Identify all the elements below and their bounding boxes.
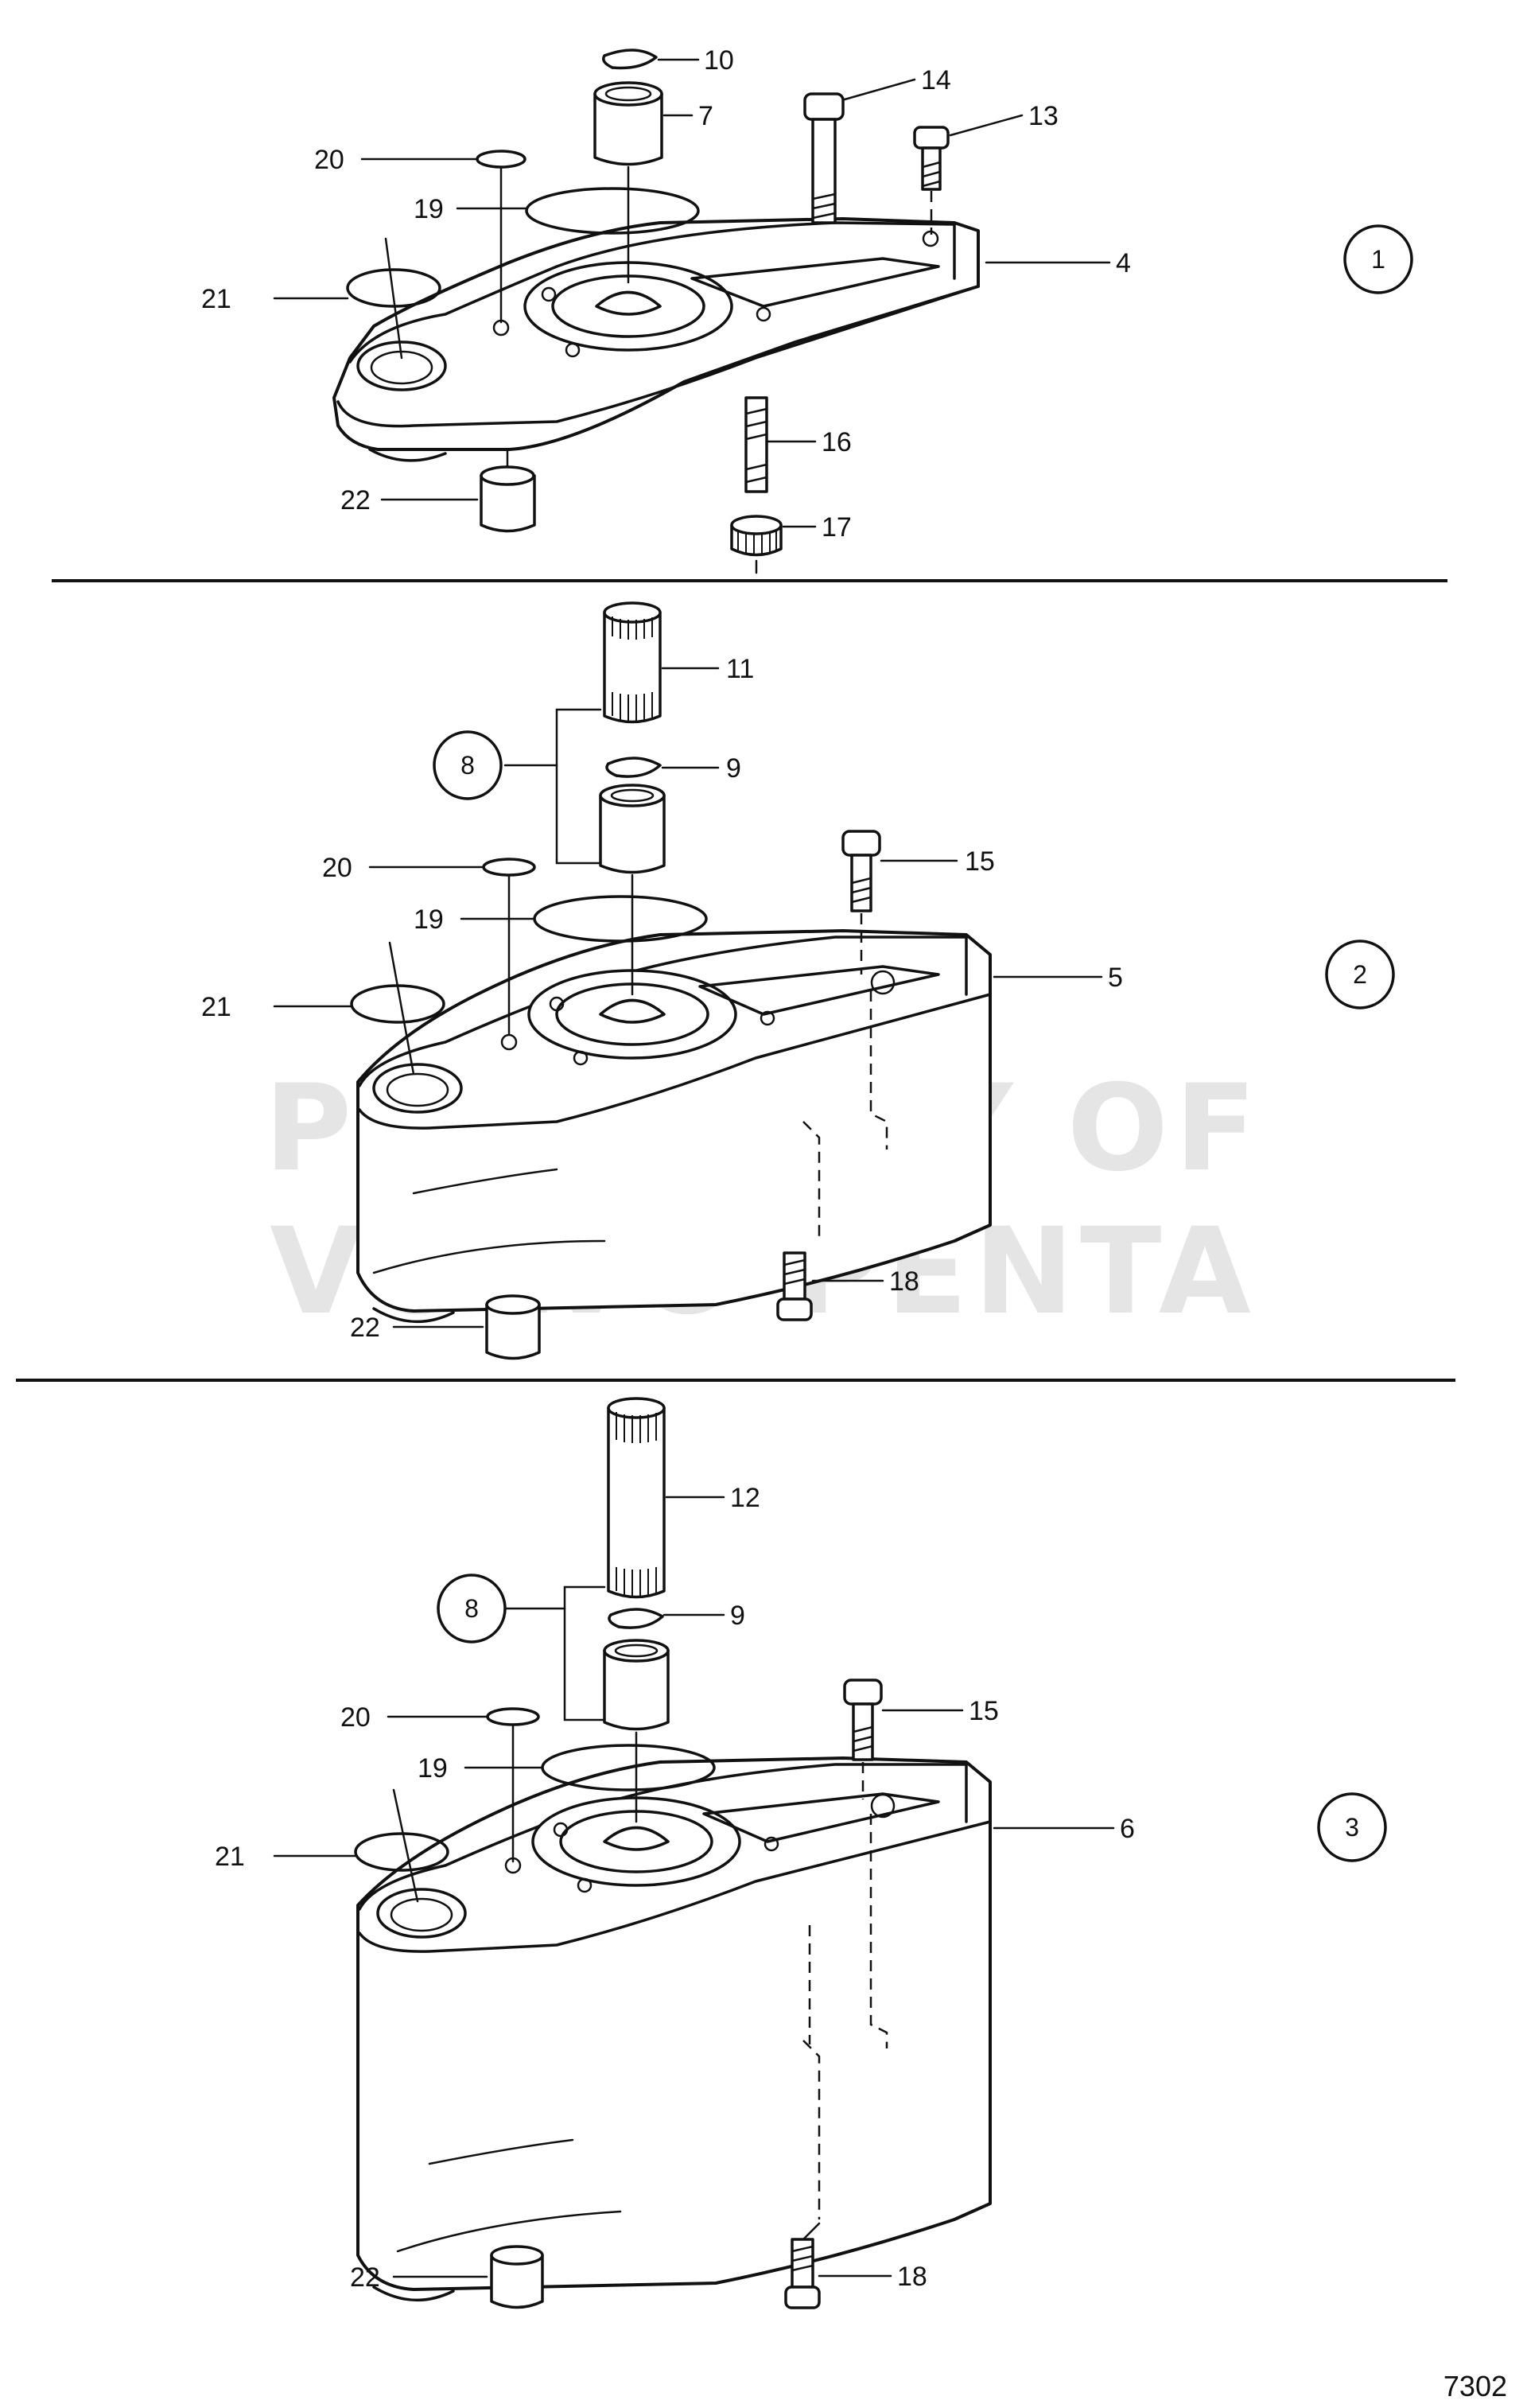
- retaining-ring-part-9: [605, 757, 662, 778]
- callout-22: 22: [350, 2262, 380, 2293]
- o-ring-part-21: [354, 1832, 449, 1872]
- stud-part-16: [744, 396, 768, 493]
- sleeve-part-22: [480, 465, 536, 533]
- callout-circle-8: [437, 1574, 507, 1644]
- bushing-part-8: [603, 1639, 670, 1731]
- section-number-3: 3: [1345, 1813, 1359, 1842]
- callout-20: 20: [340, 1702, 371, 1733]
- spline-shaft-part-11: [603, 601, 662, 724]
- callout-9: 9: [726, 753, 741, 784]
- sleeve-part-22: [485, 1294, 541, 1360]
- retaining-ring-part-9: [608, 1608, 664, 1629]
- callout-8: 8: [464, 1594, 479, 1623]
- housing-part-6: [356, 1756, 992, 2302]
- section-1: 10 7 14 13 20 19 4 21 16 22 17 1: [201, 45, 1413, 574]
- figure-id: 7302: [1443, 2370, 1507, 2402]
- callout-16: 16: [822, 427, 852, 457]
- retaining-ring-part-10: [602, 49, 658, 70]
- callout-19: 19: [414, 194, 444, 224]
- housing-plate-part-4: [332, 217, 980, 462]
- bushing-part-8: [599, 784, 666, 874]
- callout-5: 5: [1108, 963, 1123, 993]
- callout-6: 6: [1120, 1814, 1135, 1844]
- o-ring-part-20: [476, 150, 526, 169]
- callout-10: 10: [704, 45, 734, 76]
- bracket-8: [563, 1585, 606, 1721]
- callout-15: 15: [969, 1696, 999, 1726]
- section-number-circle-3: [1317, 1792, 1387, 1862]
- callout-21: 21: [201, 992, 231, 1022]
- screw-part-18: [776, 1251, 813, 1321]
- o-ring-part-21: [346, 268, 441, 308]
- callout-22: 22: [340, 485, 371, 515]
- callout-7: 7: [698, 101, 713, 131]
- callout-13: 13: [1028, 101, 1059, 131]
- callout-14: 14: [921, 65, 951, 95]
- section-2: 11 8 9 20 15 19 5 21 18 22 2: [201, 601, 1395, 1360]
- leader-lines-2: [273, 667, 1103, 1328]
- callout-12: 12: [730, 1483, 760, 1513]
- screw-part-15: [841, 830, 881, 912]
- callout-20: 20: [314, 145, 344, 175]
- callout-9: 9: [730, 1601, 745, 1631]
- callout-21: 21: [201, 284, 231, 314]
- screw-part-14: [803, 92, 845, 224]
- section-number-circle-1: [1343, 224, 1413, 294]
- section-3: 12 8 9 20 15 19 6 21 18 22 3: [215, 1397, 1387, 2309]
- callout-21: 21: [215, 1842, 245, 1872]
- leader-lines-3: [273, 1496, 1115, 2278]
- callout-18: 18: [889, 1266, 919, 1297]
- knurled-nut-part-17: [730, 515, 783, 557]
- sleeve-part-22: [490, 2245, 544, 2309]
- section-number-1: 1: [1371, 245, 1385, 274]
- o-ring-part-20: [482, 858, 536, 877]
- o-ring-part-20: [486, 1707, 540, 1726]
- bushing-part-7: [593, 81, 663, 166]
- bracket-8: [555, 708, 602, 865]
- callout-18: 18: [897, 2262, 927, 2292]
- callout-22: 22: [350, 1313, 380, 1343]
- housing-part-5: [356, 929, 992, 1324]
- callout-17: 17: [822, 512, 852, 543]
- callout-8: 8: [460, 751, 475, 780]
- callout-4: 4: [1116, 248, 1131, 278]
- spline-shaft-part-12: [607, 1397, 666, 1599]
- callout-15: 15: [965, 846, 995, 877]
- screw-part-15: [843, 1679, 883, 1761]
- callout-11: 11: [726, 654, 754, 684]
- screw-part-18: [784, 2238, 821, 2309]
- o-ring-part-19: [525, 187, 700, 235]
- leader-lines-1: [273, 58, 1111, 528]
- callout-19: 19: [418, 1753, 448, 1784]
- screw-part-13: [913, 126, 950, 191]
- callout-circle-8: [433, 730, 503, 800]
- callout-19: 19: [414, 904, 444, 935]
- o-ring-part-19: [533, 895, 708, 943]
- section-number-circle-2: [1325, 939, 1395, 1009]
- callout-20: 20: [322, 853, 352, 883]
- section-number-2: 2: [1353, 960, 1367, 989]
